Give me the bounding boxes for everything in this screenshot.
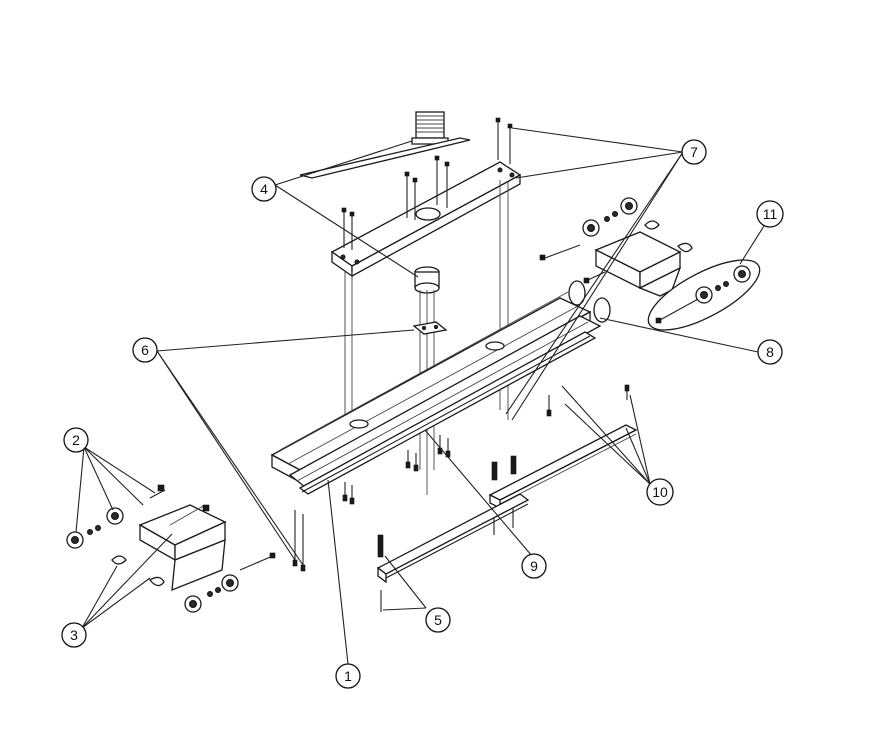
left-carriage — [66, 484, 276, 613]
spring-coil — [415, 111, 445, 139]
callout-2-label: 2 — [72, 432, 80, 448]
callout-4-label: 4 — [260, 181, 268, 197]
callout-6-label: 6 — [141, 342, 149, 358]
bushing-cap — [414, 266, 440, 294]
callout-9: 9 — [521, 553, 547, 579]
callout-4: 4 — [251, 176, 277, 202]
roller-detail-11 — [647, 259, 761, 331]
callout-5: 5 — [425, 607, 451, 633]
rail-bolts — [292, 384, 630, 572]
callout-10: 10 — [646, 478, 674, 506]
callout-11: 11 — [756, 200, 784, 228]
callout-3-label: 3 — [70, 627, 78, 643]
callout-2: 2 — [63, 427, 89, 453]
callout-8: 8 — [757, 339, 783, 365]
callout-10-label: 10 — [652, 484, 668, 500]
top-crossbar-plate — [330, 161, 522, 278]
callout-8-label: 8 — [766, 344, 774, 360]
top-bolts — [341, 117, 513, 250]
leader-lines — [75, 127, 765, 665]
mount-plate — [412, 321, 448, 335]
right-carriage — [539, 197, 693, 297]
upper-plate — [299, 137, 471, 179]
rack-part-5 — [376, 493, 530, 612]
lower-rack-rail — [488, 424, 638, 535]
callout-5-label: 5 — [434, 612, 442, 628]
callout-1: 1 — [335, 663, 361, 689]
callout-3: 3 — [61, 622, 87, 648]
main-rail — [270, 280, 611, 495]
callout-11-label: 11 — [763, 206, 778, 222]
callout-9-label: 9 — [530, 558, 538, 574]
callout-1-label: 1 — [344, 668, 352, 684]
callout-7: 7 — [681, 139, 707, 165]
callout-7-label: 7 — [690, 144, 698, 160]
callout-6: 6 — [132, 337, 158, 363]
